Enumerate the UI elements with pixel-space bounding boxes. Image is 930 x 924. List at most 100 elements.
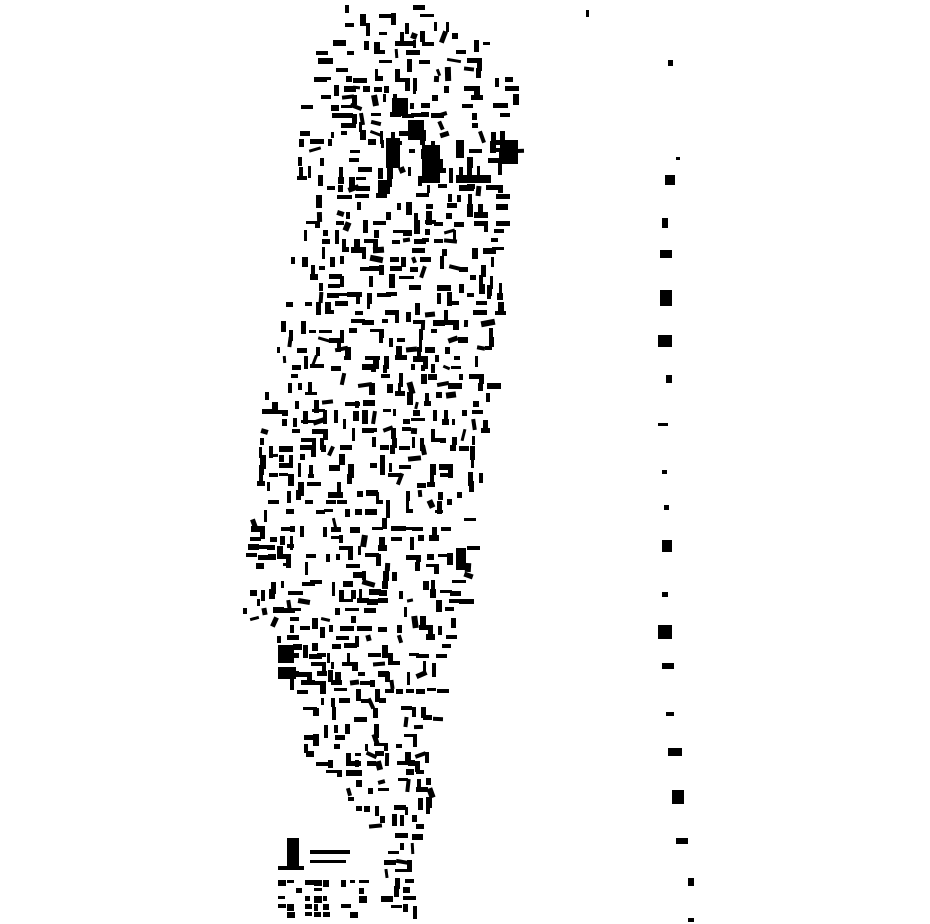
building — [287, 635, 299, 640]
building — [414, 751, 427, 759]
building — [376, 193, 387, 198]
building — [279, 473, 288, 476]
building — [319, 283, 323, 291]
building — [440, 256, 444, 269]
building — [398, 383, 401, 393]
building — [420, 257, 431, 262]
building — [419, 265, 427, 279]
building — [457, 492, 462, 498]
building — [676, 838, 688, 844]
building — [349, 158, 359, 162]
building — [483, 42, 490, 45]
building — [464, 518, 476, 521]
building — [395, 472, 405, 486]
building — [341, 904, 351, 908]
building — [372, 246, 385, 254]
building — [394, 886, 399, 897]
building — [315, 221, 320, 228]
building — [257, 545, 267, 549]
building — [329, 465, 340, 471]
building — [458, 337, 468, 343]
building — [479, 374, 484, 384]
building — [340, 256, 344, 264]
building — [311, 662, 322, 666]
building — [500, 113, 510, 117]
building — [477, 59, 482, 71]
building — [477, 166, 480, 175]
building — [334, 725, 338, 733]
building — [406, 500, 409, 512]
building — [457, 195, 461, 202]
building — [311, 446, 316, 457]
building — [347, 653, 350, 662]
building — [447, 553, 453, 565]
building — [447, 292, 452, 306]
building — [467, 58, 482, 63]
building — [365, 356, 380, 360]
building — [323, 912, 330, 917]
building — [407, 59, 412, 72]
building — [293, 644, 302, 650]
building — [324, 725, 328, 738]
building — [426, 634, 435, 640]
building — [352, 662, 358, 671]
building — [356, 689, 361, 701]
building — [287, 904, 294, 911]
building — [402, 527, 416, 530]
building — [488, 158, 502, 163]
building — [353, 78, 367, 83]
building — [330, 257, 335, 267]
building — [389, 679, 395, 690]
building — [309, 465, 313, 476]
building — [334, 410, 338, 423]
building — [345, 608, 359, 611]
building — [413, 410, 420, 416]
building — [467, 293, 474, 297]
building — [471, 455, 474, 468]
building — [366, 490, 378, 496]
building — [331, 662, 334, 669]
building — [472, 123, 478, 128]
building — [332, 113, 342, 118]
building — [353, 411, 359, 421]
building — [387, 384, 393, 393]
building — [484, 222, 488, 232]
building — [476, 301, 487, 305]
building — [371, 733, 380, 745]
building — [492, 247, 504, 250]
building — [336, 636, 349, 640]
building — [436, 380, 450, 388]
building — [364, 41, 369, 50]
building — [298, 157, 302, 166]
building — [406, 312, 411, 322]
building — [390, 257, 399, 262]
building — [432, 716, 444, 722]
building — [445, 347, 450, 354]
building — [301, 438, 312, 442]
building — [379, 590, 387, 596]
building — [316, 762, 328, 766]
building — [341, 94, 355, 100]
building — [279, 463, 291, 468]
building — [420, 438, 424, 451]
building — [426, 806, 430, 814]
building — [356, 780, 362, 787]
building — [331, 132, 334, 138]
building — [489, 328, 493, 342]
building — [310, 274, 318, 280]
building — [313, 734, 319, 746]
building — [445, 391, 457, 399]
building — [490, 276, 493, 289]
building — [476, 345, 486, 351]
building — [299, 139, 304, 147]
building — [267, 545, 275, 550]
building — [395, 41, 406, 46]
building — [459, 374, 463, 380]
building — [348, 546, 353, 560]
building — [392, 438, 397, 448]
building — [335, 301, 348, 306]
building — [371, 113, 381, 116]
building — [405, 879, 414, 883]
building — [282, 608, 295, 613]
building — [327, 653, 330, 663]
